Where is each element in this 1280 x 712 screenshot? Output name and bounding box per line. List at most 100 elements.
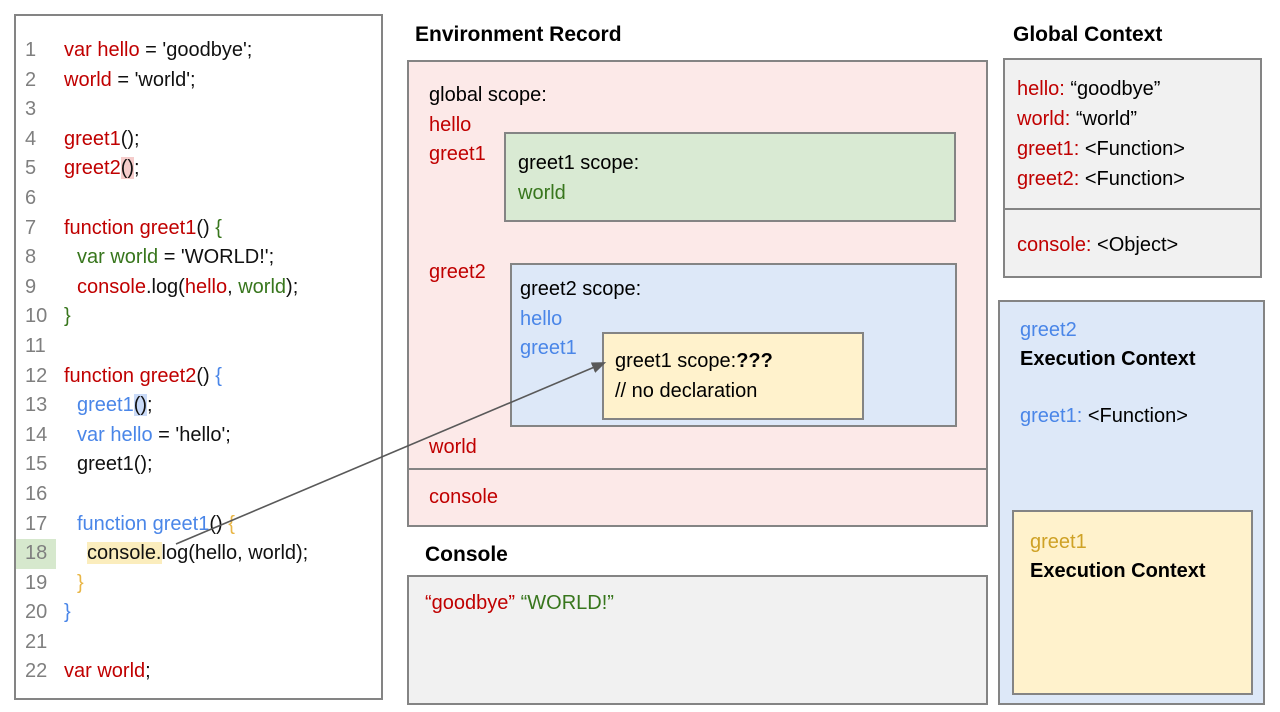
line-number: 10 xyxy=(25,305,48,328)
code-token: console. xyxy=(87,542,162,565)
code-text: console.log(hello, world); xyxy=(77,273,298,303)
line-number: 15 xyxy=(25,453,48,476)
environment-record-box: global scope: hello greet1 greet1 scope:… xyxy=(407,60,988,527)
code-token: (); xyxy=(120,127,140,150)
code-text: greet1(); xyxy=(77,450,153,480)
line-number: 22 xyxy=(25,660,48,683)
code-text: function greet1() { xyxy=(64,214,222,244)
code-token: greet1(); xyxy=(77,453,153,476)
line-number: 7 xyxy=(25,216,37,239)
line-number: 5 xyxy=(25,157,37,180)
code-text: var world = 'WORLD!'; xyxy=(77,243,274,273)
code-text: console.log(hello, world); xyxy=(87,539,308,569)
greet1-scope-label: greet1 scope: xyxy=(518,152,640,174)
code-token: function greet1 xyxy=(64,216,197,239)
code-text: } xyxy=(77,569,84,599)
global-context-console-section: console: <Object> xyxy=(1005,208,1260,260)
code-token: world xyxy=(238,275,287,298)
gc-entry-greet1-name: greet1: xyxy=(1017,138,1080,160)
global-context-variables: hello: “goodbye” world: “world” greet1: … xyxy=(1005,60,1260,194)
line-number: 9 xyxy=(25,275,37,298)
code-token: function greet2 xyxy=(64,364,197,387)
code-token: var world xyxy=(64,660,146,683)
code-token: ; xyxy=(134,157,140,180)
code-text: } xyxy=(64,598,71,628)
greet2-execution-context-box: greet2 Execution Context greet1: <Functi… xyxy=(998,300,1265,705)
code-token: , xyxy=(227,275,239,298)
code-text: } xyxy=(64,302,71,332)
greet1-inner-label-line: greet1 scope:??? xyxy=(615,347,851,377)
code-token: .log( xyxy=(145,275,185,298)
code-text: greet1(); xyxy=(77,391,153,421)
global-var-greet2: greet2 xyxy=(429,261,486,283)
line-number: 14 xyxy=(25,423,48,446)
line-number: 6 xyxy=(25,186,37,209)
greet1-scope-box: greet1 scope: world xyxy=(504,132,956,222)
global-var-hello: hello xyxy=(429,114,472,136)
gc-entry-greet2-name: greet2: xyxy=(1017,168,1080,190)
gc-entry-hello: hello: “goodbye” xyxy=(1017,74,1248,104)
gc-entry-greet2: greet2: <Function> xyxy=(1017,164,1248,194)
code-line: 6 xyxy=(16,184,381,214)
gc-entry-console-name: console: xyxy=(1017,234,1092,256)
code-token: { xyxy=(228,512,235,535)
code-text: function greet1() { xyxy=(77,510,235,540)
code-token: var world xyxy=(77,246,159,269)
code-text: var world; xyxy=(64,657,151,687)
gc-entry-console: console: <Object> xyxy=(1017,230,1248,260)
code-token: { xyxy=(215,216,222,239)
code-token: console xyxy=(77,275,146,298)
greet1-execution-context-box: greet1 Execution Context xyxy=(1012,510,1253,695)
gc-entry-hello-value: “goodbye” xyxy=(1064,78,1161,100)
code-line: 11 xyxy=(16,332,381,362)
code-token: } xyxy=(64,601,71,624)
code-token: greet1 xyxy=(64,127,121,150)
environment-record-divider xyxy=(409,468,986,470)
code-line: 4 greet1(); xyxy=(16,125,381,155)
greet2-ec-entry-name: greet1: xyxy=(1020,405,1083,427)
global-context-title: Global Context xyxy=(1013,23,1163,46)
global-var-world: world xyxy=(429,436,477,458)
code-token: () xyxy=(120,157,135,180)
line-number: 1 xyxy=(25,39,37,61)
code-line: 22 var world; xyxy=(16,657,381,687)
code-token: log(hello, world); xyxy=(161,542,309,565)
line-number: 13 xyxy=(25,394,48,417)
global-var-greet1: greet1 xyxy=(429,143,486,165)
console-output-box: “goodbye” “WORLD!” xyxy=(407,575,988,705)
code-token: ; xyxy=(145,660,151,683)
gc-entry-greet2-value: <Function> xyxy=(1079,168,1185,190)
greet1-scope-var-world: world xyxy=(518,181,566,204)
greet2-ec-entry: greet1: <Function> xyxy=(1020,405,1243,428)
code-line: 5 greet2(); xyxy=(16,154,381,184)
code-token: greet2 xyxy=(64,157,121,180)
line-number: 2 xyxy=(25,68,37,91)
line-number: 11 xyxy=(25,334,46,357)
gc-entry-hello-name: hello: xyxy=(1017,78,1065,100)
greet1-inner-comment: // no declaration xyxy=(615,379,758,402)
gc-entry-console-value: <Object> xyxy=(1091,234,1179,256)
code-token: = 'goodbye'; xyxy=(139,39,253,61)
gc-entry-greet1: greet1: <Function> xyxy=(1017,134,1248,164)
code-text: greet2(); xyxy=(64,154,140,184)
code-token: { xyxy=(215,364,222,387)
environment-record-title: Environment Record xyxy=(415,23,622,46)
line-number: 4 xyxy=(25,127,37,150)
code-token: ; xyxy=(147,394,153,417)
greet2-scope-var-greet1: greet1 xyxy=(520,337,577,359)
greet1-ec-name: greet1 xyxy=(1030,531,1087,553)
greet1-inner-label: greet1 scope: xyxy=(615,350,737,372)
greet1-inner-unknown: ??? xyxy=(736,350,773,372)
code-line: 3 xyxy=(16,95,381,125)
console-title: Console xyxy=(425,543,508,566)
global-scope-label: global scope: xyxy=(429,84,547,106)
code-line: 7 function greet1() { xyxy=(16,214,381,244)
code-text: var hello = 'hello'; xyxy=(77,421,231,451)
console-output-world: “WORLD!” xyxy=(520,592,614,614)
code-text: function greet2() { xyxy=(64,362,222,392)
code-text: greet1(); xyxy=(64,125,140,155)
